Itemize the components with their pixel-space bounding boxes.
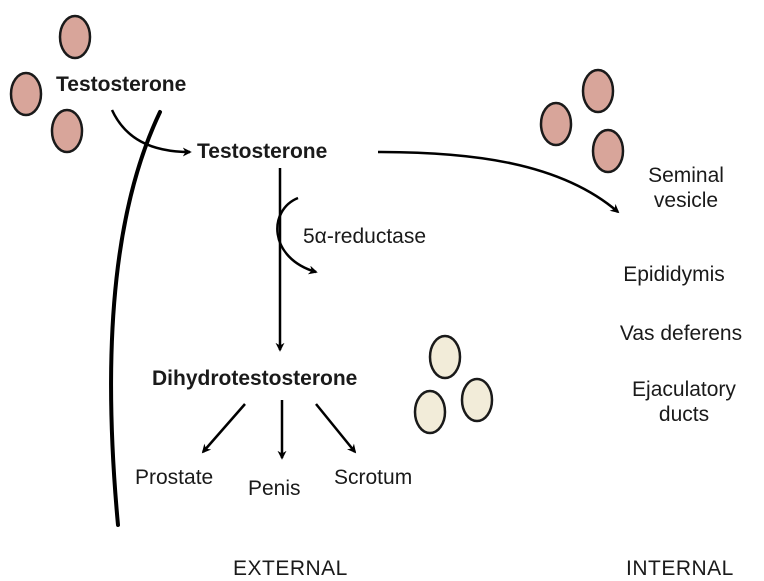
testosterone-molecule	[581, 68, 615, 114]
testosterone-molecules-internal	[539, 68, 625, 174]
testosterone-outside-label: Testosterone	[56, 73, 187, 96]
testosterone-molecule	[50, 108, 84, 154]
arrow-to-seminal-vesicle	[377, 150, 620, 214]
enzyme-label: 5α-reductase	[303, 225, 427, 248]
ejaculatory-line-2: ducts	[658, 403, 710, 426]
cell-membrane-curve	[109, 110, 162, 527]
dht-molecule	[460, 377, 494, 423]
target-vas-deferens: Vas deferens	[619, 322, 743, 345]
testosterone-molecules-outside	[9, 14, 92, 154]
reductase-arc	[276, 196, 318, 275]
external-heading: EXTERNAL	[233, 557, 348, 580]
seminal-line-2: vesicle	[653, 189, 719, 212]
dht-label: Dihydrotestosterone	[152, 367, 358, 390]
internal-heading: INTERNAL	[626, 557, 734, 580]
ejaculatory-line-1: Ejaculatory	[632, 378, 736, 401]
target-seminal-vesicle: Seminal vesicle	[616, 163, 756, 213]
entry-arrow	[110, 109, 192, 157]
testosterone-molecule	[9, 71, 43, 117]
dht-molecule	[428, 334, 462, 380]
arrow-to-scrotum	[315, 403, 357, 454]
testosterone-molecule	[539, 101, 573, 147]
target-scrotum: Scrotum	[334, 466, 413, 489]
arrow-to-prostate	[201, 403, 246, 454]
testosterone-inside-label: Testosterone	[197, 140, 328, 163]
testosterone-molecule	[58, 14, 92, 60]
target-penis: Penis	[248, 477, 301, 500]
target-ejaculatory-ducts: Ejaculatory ducts	[614, 377, 754, 427]
target-prostate: Prostate	[135, 466, 214, 489]
testosterone-molecule	[591, 128, 625, 174]
dht-molecule	[413, 389, 447, 435]
target-epididymis: Epididymis	[623, 263, 725, 286]
dht-molecules	[413, 334, 494, 435]
seminal-line-1: Seminal	[648, 164, 724, 187]
